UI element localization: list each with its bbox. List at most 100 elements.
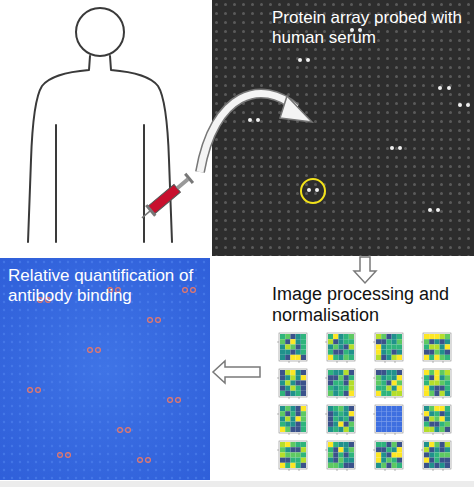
heatmap-cell: [434, 355, 439, 360]
axis-tick: [373, 378, 375, 379]
heatmap-cell: [280, 339, 285, 344]
heatmap-cell: [445, 375, 450, 380]
heatmap-cell: [424, 334, 429, 339]
heatmap-cell: [296, 416, 301, 421]
heatmap-cell: [445, 463, 450, 468]
heatmap-cell: [301, 375, 306, 380]
axis-tick: [299, 361, 300, 363]
heatmap-cell: [333, 386, 338, 391]
heatmap-cell: [424, 442, 429, 447]
axis-tick: [443, 397, 444, 399]
processing-step: Image processing and normalisation: [262, 284, 474, 330]
heatmap-cell: [280, 416, 285, 421]
heatmap-cell: [338, 375, 343, 380]
heatmap-cell: [392, 422, 397, 427]
heatmap-cell: [333, 442, 338, 447]
heatmap-cell: [338, 411, 343, 416]
heatmap-cell: [301, 370, 306, 375]
heatmap-cell: [285, 391, 290, 396]
heatmap-plot: [325, 441, 355, 471]
binding-mark: [148, 318, 153, 323]
heatmap-cell: [386, 355, 391, 360]
heatmap-plot: [325, 405, 355, 435]
heatmap-cell: [290, 370, 295, 375]
heatmap-cell: [381, 447, 386, 452]
heatmap-cell: [280, 447, 285, 452]
axis-tick: [395, 397, 396, 399]
bright-spot: [306, 58, 310, 62]
heatmap-cell: [301, 427, 306, 432]
axis-tick: [421, 378, 423, 379]
heatmap-cell: [301, 386, 306, 391]
heatmap-cell: [397, 334, 402, 339]
heatmap-cell: [280, 386, 285, 391]
binding-mark: [58, 453, 63, 458]
heatmap-cell: [328, 339, 333, 344]
heatmap-cell: [386, 375, 391, 380]
heatmap-cell: [445, 458, 450, 463]
heatmap-cell: [392, 406, 397, 411]
heatmap-cell: [328, 452, 333, 457]
binding-mark: [126, 428, 131, 433]
heatmap-cell: [280, 411, 285, 416]
heatmap-cell: [376, 458, 381, 463]
heatmap-cell: [338, 350, 343, 355]
axis-tick: [289, 361, 290, 363]
heatmap-cell: [285, 452, 290, 457]
heatmap-cell: [445, 350, 450, 355]
heatmap-cell: [301, 447, 306, 452]
heatmap-cell: [381, 442, 386, 447]
heatmap-cell: [434, 386, 439, 391]
heatmap-cell: [445, 380, 450, 385]
heatmap-grid: [277, 333, 451, 471]
heatmap-cell: [376, 375, 381, 380]
heatmap-cell: [328, 350, 333, 355]
heatmap-cell: [285, 411, 290, 416]
bright-spot: [256, 118, 260, 122]
heatmap-cell: [344, 355, 349, 360]
heatmap-cell: [440, 380, 445, 385]
axis-tick: [421, 414, 423, 415]
heatmap-cell: [344, 452, 349, 457]
heatmap-cell: [301, 339, 306, 344]
heatmap-cell: [381, 416, 386, 421]
heatmap-cell: [349, 350, 354, 355]
axis-tick: [289, 433, 290, 435]
heatmap-cell: [338, 344, 343, 349]
heatmap-cell: [280, 334, 285, 339]
heatmap-cell: [290, 375, 295, 380]
heatmap-cell: [440, 344, 445, 349]
heatmap-cell: [344, 427, 349, 432]
heatmap-cell: [376, 334, 381, 339]
heatmap-cell: [381, 339, 386, 344]
heatmap-cell: [333, 334, 338, 339]
binding-mark: [66, 453, 71, 458]
heatmap-cell: [338, 463, 343, 468]
axis-tick: [433, 397, 434, 399]
heatmap-cell: [349, 463, 354, 468]
heatmap-cell: [397, 447, 402, 452]
heatmap-cell: [280, 370, 285, 375]
heatmap-cell: [296, 463, 301, 468]
heatmap-cell: [424, 380, 429, 385]
heatmap-cell: [285, 355, 290, 360]
heatmap-cell: [290, 416, 295, 421]
heatmap-cell: [296, 458, 301, 463]
heatmap-cell: [296, 370, 301, 375]
heatmap-cell: [301, 344, 306, 349]
heatmap-cell: [429, 350, 434, 355]
heatmap-cell: [386, 370, 391, 375]
heatmap-cell: [392, 391, 397, 396]
heatmap-cell: [328, 334, 333, 339]
heatmap-cell: [381, 391, 386, 396]
heatmap-cell: [440, 375, 445, 380]
heatmap-cell: [290, 406, 295, 411]
heatmap-cell: [434, 422, 439, 427]
heatmap-cell: [424, 406, 429, 411]
axis-tick: [337, 469, 338, 471]
heatmap-cell: [328, 380, 333, 385]
axis-tick: [299, 433, 300, 435]
curved-arrow: [200, 93, 312, 172]
heatmap-cell: [296, 427, 301, 432]
heatmap-cell: [397, 391, 402, 396]
